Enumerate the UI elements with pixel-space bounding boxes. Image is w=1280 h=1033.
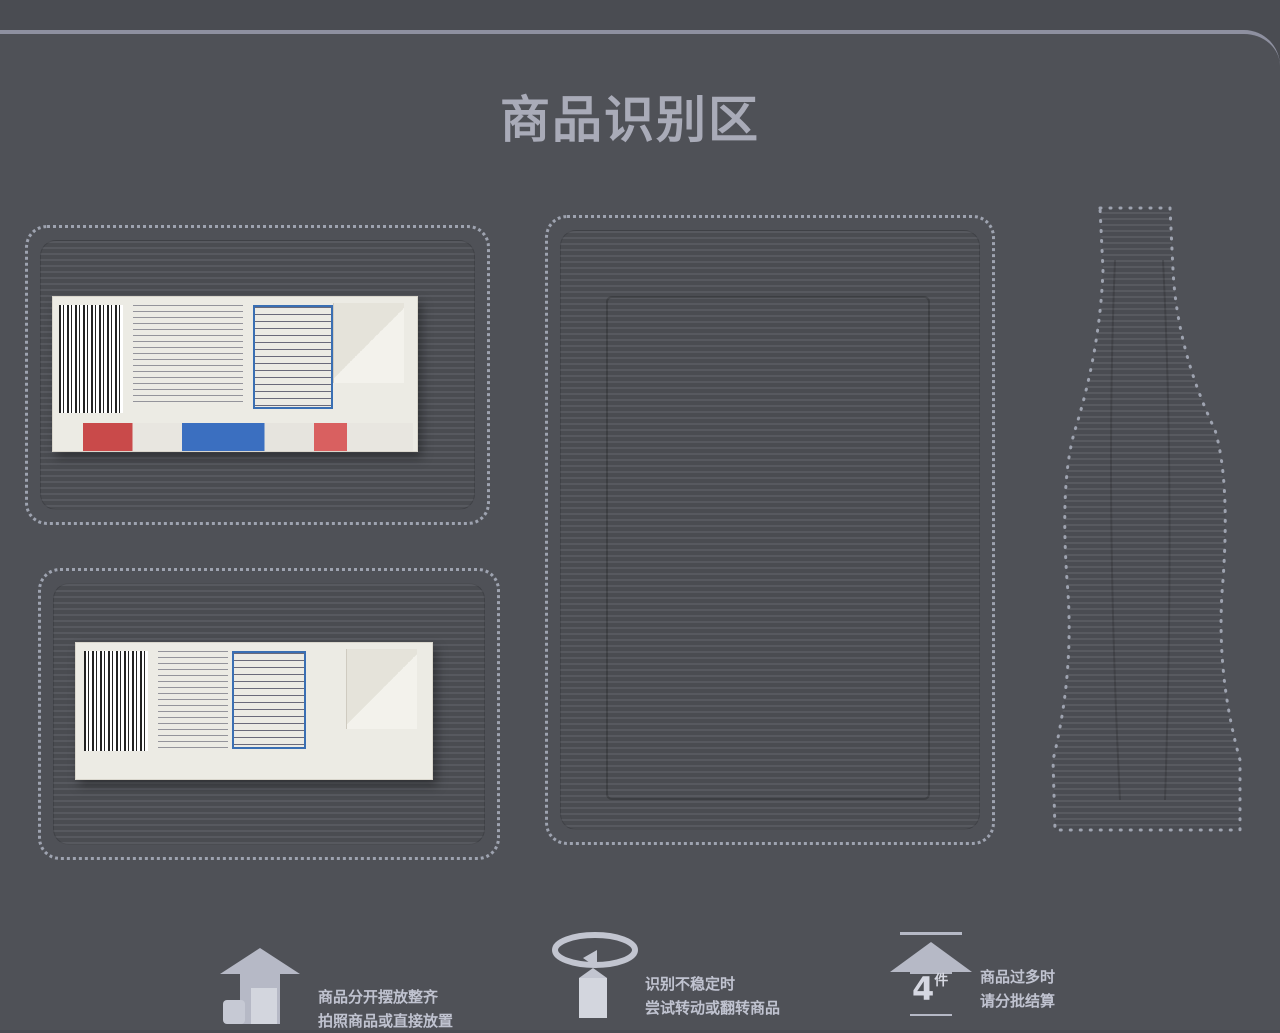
ingredients-print — [158, 651, 228, 751]
milk-carton-bottom — [75, 642, 433, 780]
hint-line: 商品过多时 — [980, 968, 1056, 986]
product-zone-center — [545, 215, 995, 845]
bottle-zone-outline — [1051, 206, 1242, 832]
tray-outline — [606, 296, 930, 800]
ingredients-print — [133, 305, 243, 405]
hint-line: 请分批结算 — [980, 992, 1056, 1010]
barcode-icon — [59, 305, 123, 413]
hint-rotate: 识别不稳定时 尝试转动或翻转商品 — [645, 972, 780, 1020]
hint-line: 商品分开摆放整齐 — [318, 988, 439, 1006]
milk-carton-top — [52, 296, 418, 452]
nutrition-table-print — [253, 305, 333, 409]
bottle-inner-line — [1110, 259, 1171, 801]
nutrition-table-print — [232, 651, 306, 749]
quantity-limit-icon — [890, 942, 972, 1016]
arrow-up-products-icon — [220, 948, 300, 1024]
zone-ridged-area — [560, 230, 980, 830]
quantity-badge: 4件 — [912, 970, 948, 1008]
quantity-unit: 件 — [934, 973, 949, 989]
hint-arrange: 商品分开摆放整齐 拍照商品或直接放置 — [318, 985, 453, 1033]
hint-batch: 商品过多时 请分批结算 — [980, 965, 1055, 1013]
barcode-icon — [84, 651, 148, 751]
carton-flap — [346, 649, 417, 729]
limit-bar — [900, 932, 962, 935]
hint-line: 尝试转动或翻转商品 — [645, 999, 781, 1017]
carton-print-decoration — [83, 423, 413, 451]
rotate-icon — [552, 932, 638, 1018]
page-title: 商品识别区 — [500, 91, 760, 149]
bottle-outline-dotted — [1051, 206, 1242, 832]
carton-flap — [333, 303, 404, 383]
quantity-number: 4 — [912, 970, 935, 1008]
hint-line: 识别不稳定时 — [645, 975, 736, 993]
hint-line: 拍照商品或直接放置 — [318, 1012, 454, 1030]
